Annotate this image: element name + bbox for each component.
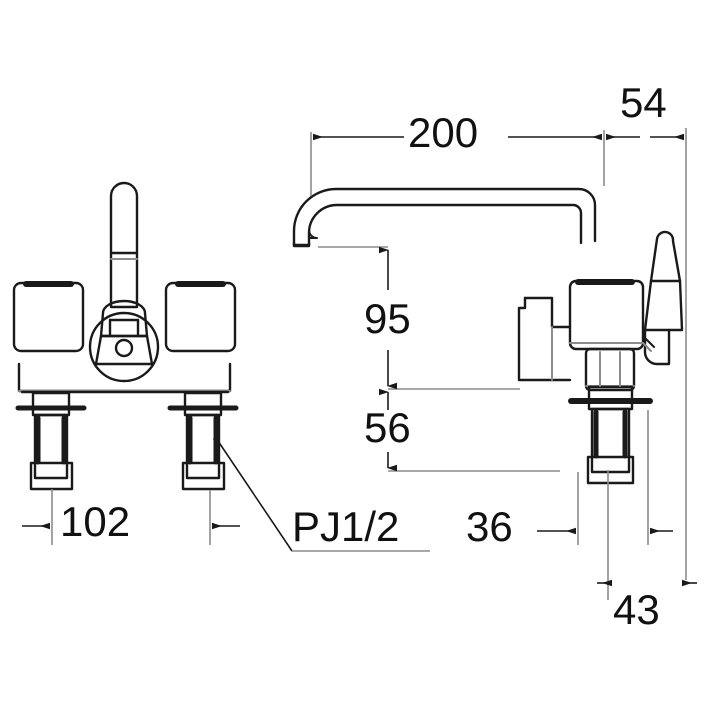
annotation-label-thread: PJ1/2 [292,503,400,550]
dim-label-200: 200 [408,109,479,156]
front-view-base [17,362,232,394]
dim-label-43: 43 [613,586,660,633]
front-view-hub [88,299,160,383]
side-view-wing [517,296,572,382]
side-view-spout-outer [292,187,597,247]
dim-label-56: 56 [364,404,411,451]
front-view-lever [109,181,139,309]
dim-label-95: 95 [364,295,411,342]
front-view [12,181,239,491]
front-view-right-handle [164,281,237,353]
side-view-handle [642,230,684,366]
side-view-body [568,279,645,351]
side-view-spout-inner [307,203,583,247]
front-view-left-shank [15,391,87,491]
dim-label-36: 36 [466,503,513,550]
dim-label-102: 102 [60,498,131,545]
dimension-arrows [22,133,697,587]
dim-label-54: 54 [620,79,667,126]
dimension-lines [51,128,687,600]
side-view-neck [584,347,636,392]
side-view [292,187,684,485]
front-view-left-handle [12,281,85,353]
side-view-shank [568,351,653,485]
thread-spec-leader [212,435,430,552]
front-view-right-shank [167,391,239,491]
